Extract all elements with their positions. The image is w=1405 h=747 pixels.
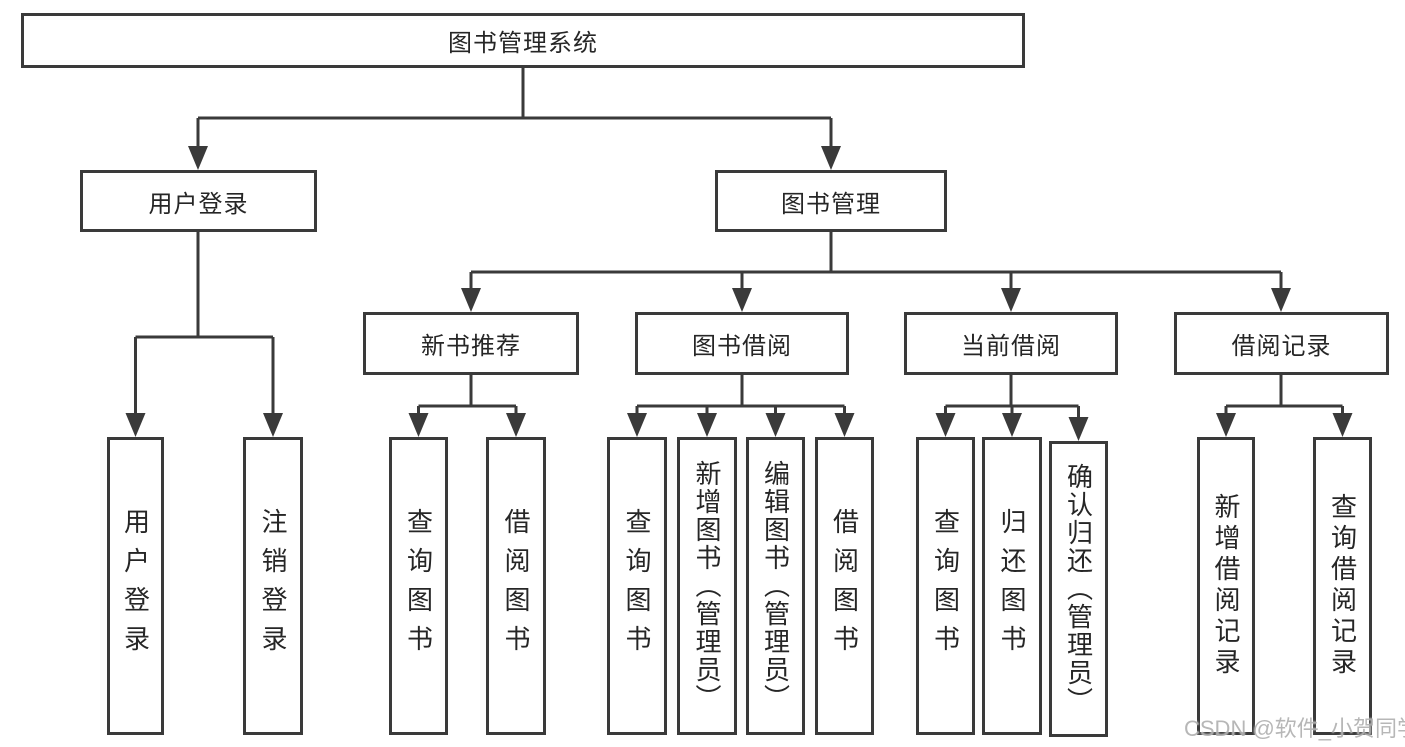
- node-new-book-recommendation: 新书推荐: [363, 312, 579, 375]
- leaf-query-books-current: 查询图书: [916, 437, 975, 735]
- arrow-down-icon: [821, 146, 841, 170]
- node-label: 图书管理: [781, 190, 881, 218]
- node-label: 图书管理系统: [448, 30, 598, 57]
- arrow-down-icon: [697, 413, 717, 437]
- node-book-management: 图书管理: [715, 170, 947, 232]
- leaf-user-login: 用户登录: [107, 437, 164, 735]
- arrow-down-icon: [935, 413, 956, 437]
- node-label: 用户登录: [120, 508, 151, 664]
- arrow-down-icon: [1332, 413, 1353, 437]
- arrow-down-icon: [188, 146, 208, 170]
- node-label: 用户登录: [148, 190, 249, 218]
- node-label: 当前借阅: [961, 333, 1061, 360]
- node-label: 确认归还（管理员）: [1063, 463, 1094, 715]
- leaf-return-books: 归还图书: [982, 437, 1042, 735]
- arrow-down-icon: [1271, 288, 1291, 312]
- arrow-down-icon: [1002, 413, 1022, 437]
- node-book-borrowing: 图书借阅: [635, 312, 849, 375]
- node-label: 注销登录: [258, 508, 288, 664]
- csdn-watermark: CSDN @软件_小贺同学: [1184, 716, 1405, 741]
- leaf-add-borrow-record: 新增借阅记录: [1197, 437, 1255, 735]
- connector-line: [417, 375, 518, 415]
- leaf-confirm-return-admin: 确认归还（管理员）: [1049, 441, 1108, 737]
- leaf-borrow-books-recommend: 借阅图书: [486, 437, 546, 735]
- arrow-down-icon: [461, 288, 481, 312]
- node-label: 图书借阅: [692, 333, 792, 360]
- node-label: 查询图书: [403, 508, 434, 664]
- node-label: 新书推荐: [421, 333, 521, 360]
- node-label: 编辑图书（管理员）: [760, 460, 791, 712]
- node-label: 查询借阅记录: [1327, 493, 1358, 679]
- connector-line: [1224, 375, 1344, 415]
- connector-line: [469, 232, 1283, 290]
- arrow-down-icon: [1068, 417, 1089, 441]
- node-label: 借阅图书: [501, 508, 531, 664]
- node-label: 归还图书: [997, 508, 1027, 664]
- node-label: 新增图书（管理员）: [692, 460, 722, 712]
- node-label: 查询图书: [930, 508, 961, 664]
- leaf-query-books-borrowing: 查询图书: [607, 437, 667, 735]
- connector-line: [134, 232, 275, 415]
- node-current-borrowing: 当前借阅: [904, 312, 1118, 375]
- arrow-down-icon: [834, 413, 855, 437]
- node-label: 新增借阅记录: [1211, 493, 1241, 679]
- connector-line: [944, 375, 1080, 419]
- node-borrowing-records: 借阅记录: [1174, 312, 1389, 375]
- leaf-edit-book-admin: 编辑图书（管理员）: [746, 437, 805, 735]
- arrow-down-icon: [408, 413, 429, 437]
- arrow-down-icon: [765, 413, 786, 437]
- arrow-down-icon: [732, 288, 752, 312]
- connector-line: [196, 67, 833, 148]
- node-library-system: 图书管理系统: [21, 13, 1025, 68]
- leaf-logout: 注销登录: [243, 437, 303, 735]
- leaf-borrow-books-borrowing: 借阅图书: [815, 437, 874, 735]
- arrow-down-icon: [263, 413, 283, 437]
- arrow-down-icon: [1216, 413, 1236, 437]
- leaf-add-book-admin: 新增图书（管理员）: [677, 437, 737, 735]
- node-label: 查询图书: [622, 508, 652, 664]
- node-label: 借阅图书: [829, 508, 860, 664]
- connector-line: [635, 375, 846, 415]
- arrow-down-icon: [1001, 288, 1021, 312]
- arrow-down-icon: [125, 413, 146, 437]
- leaf-query-books-recommend: 查询图书: [389, 437, 448, 735]
- arrow-down-icon: [506, 413, 526, 437]
- leaf-query-borrow-record: 查询借阅记录: [1313, 437, 1372, 735]
- node-label: 借阅记录: [1231, 333, 1332, 360]
- node-user-login: 用户登录: [80, 170, 317, 232]
- arrow-down-icon: [627, 413, 647, 437]
